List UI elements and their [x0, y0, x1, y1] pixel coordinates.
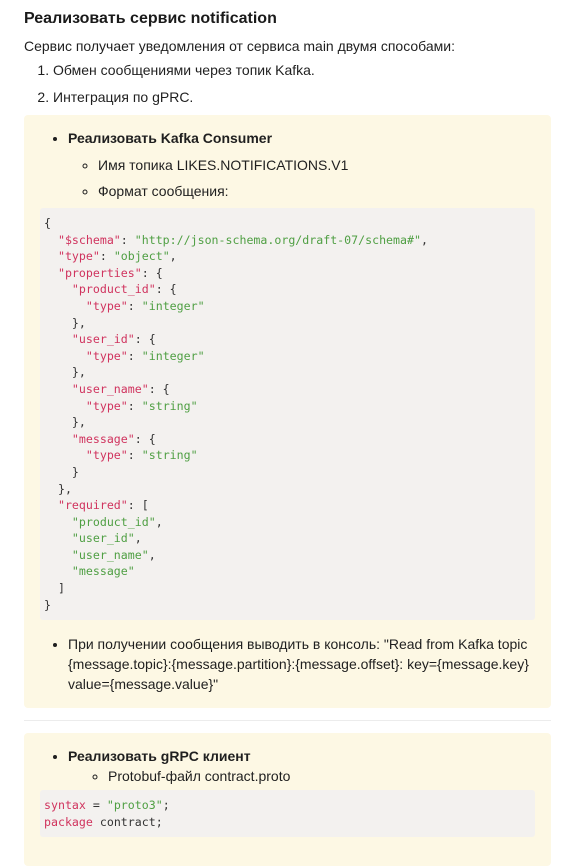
kafka-consumer-card: Реализовать Kafka Consumer Имя топика LI…	[24, 115, 551, 709]
grpc-client-card: Реализовать gRPC клиент Protobuf-файл co…	[24, 733, 551, 866]
step-item-2: Интеграция по gPRC.	[53, 88, 551, 106]
divider	[24, 720, 551, 722]
page-title: Реализовать сервис notification	[24, 10, 277, 27]
kafka-topic: Имя топика LIKES.NOTIFICATIONS.V1	[98, 156, 535, 174]
proto-code-block[interactable]: syntax = "proto3"; package contract;	[40, 790, 535, 838]
step-item-1: Обмен сообщениями через топик Kafka.	[53, 61, 551, 79]
json-schema-code-block[interactable]: { "$schema": "http://json-schema.org/dra…	[40, 208, 535, 621]
kafka-heading: Реализовать Kafka Consumer	[68, 130, 273, 146]
kafka-format-label: Формат сообщения:	[98, 182, 535, 200]
grpc-heading: Реализовать gRPC клиент	[68, 748, 251, 765]
steps-list: Обмен сообщениями через топик Kafka. Инт…	[24, 61, 551, 106]
grpc-proto-file: Protobuf-файл contract.proto	[108, 766, 535, 786]
intro-text: Сервис получает уведомления от сервиса m…	[24, 38, 455, 54]
kafka-log-message: При получении сообщения выводить в консо…	[68, 634, 535, 694]
